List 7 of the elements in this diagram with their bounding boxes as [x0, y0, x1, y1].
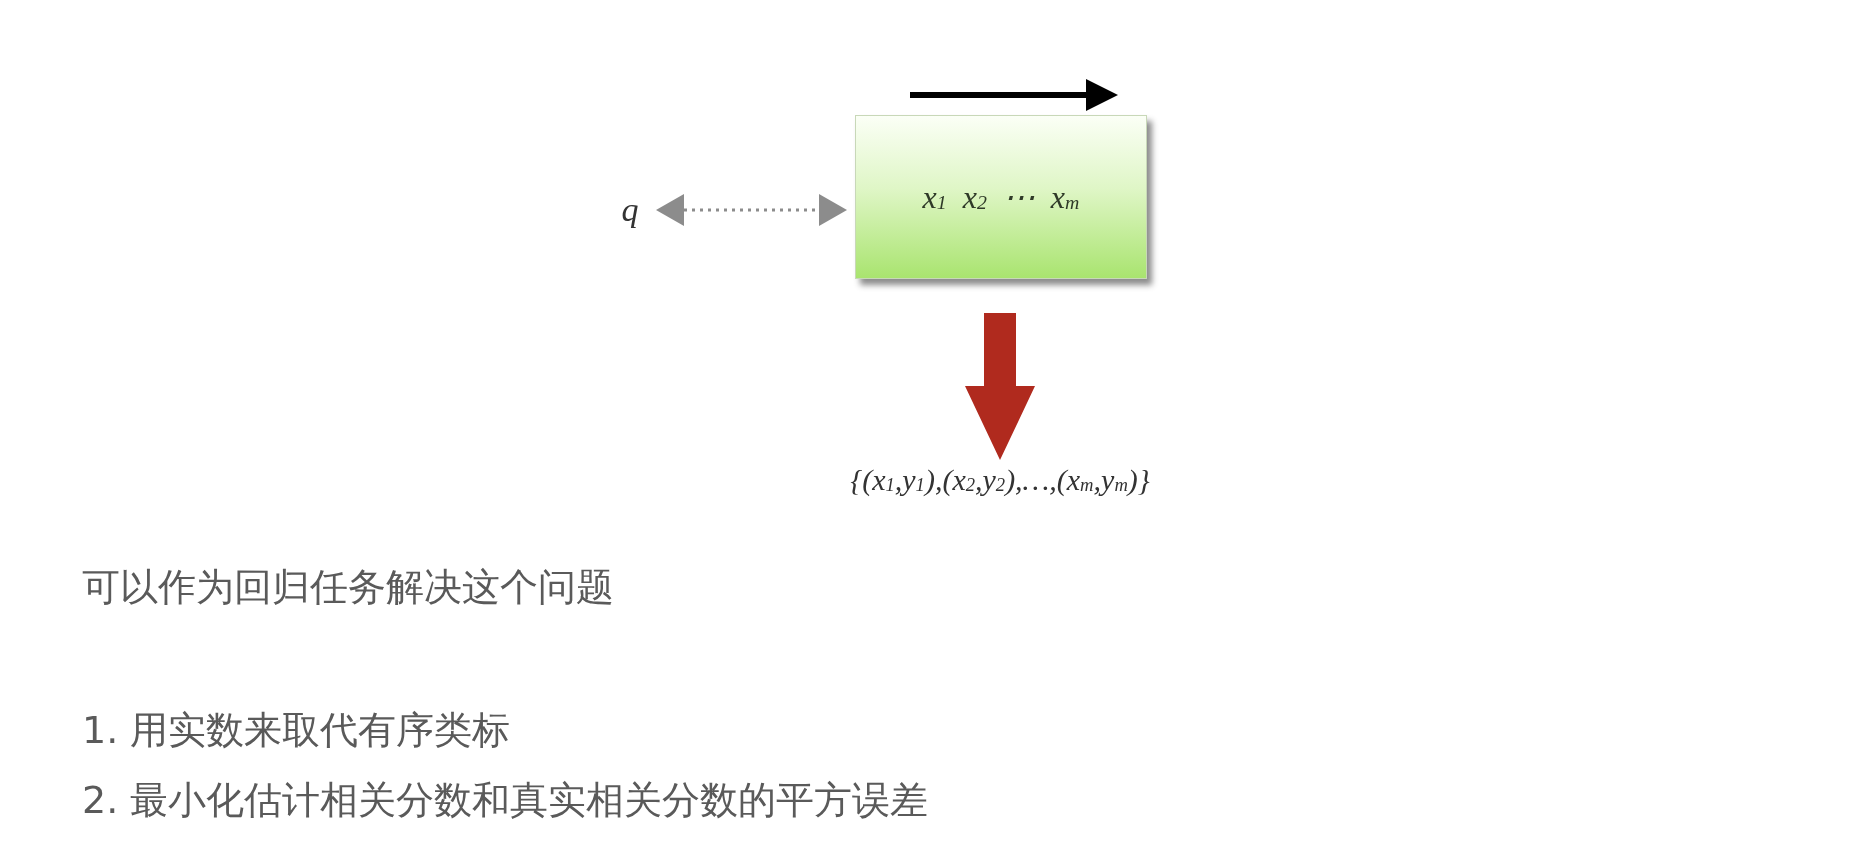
list-item: 1. 用实数来取代有序类标: [82, 708, 511, 754]
text-line: 可以作为回归任务解决这个问题: [82, 565, 614, 611]
arrow: [965, 313, 1035, 460]
variable-label: q: [612, 186, 648, 234]
arrow: [656, 194, 847, 226]
set-label: {(x$_{1}$,y$_{1}$),(x$_{2}$,y$_{2}$),…,(x$_{m}$,y$_{m}$)}: [780, 462, 1220, 498]
list-item: 2. 最小化估计相关分数和真实相关分数的平方误差: [82, 778, 929, 824]
